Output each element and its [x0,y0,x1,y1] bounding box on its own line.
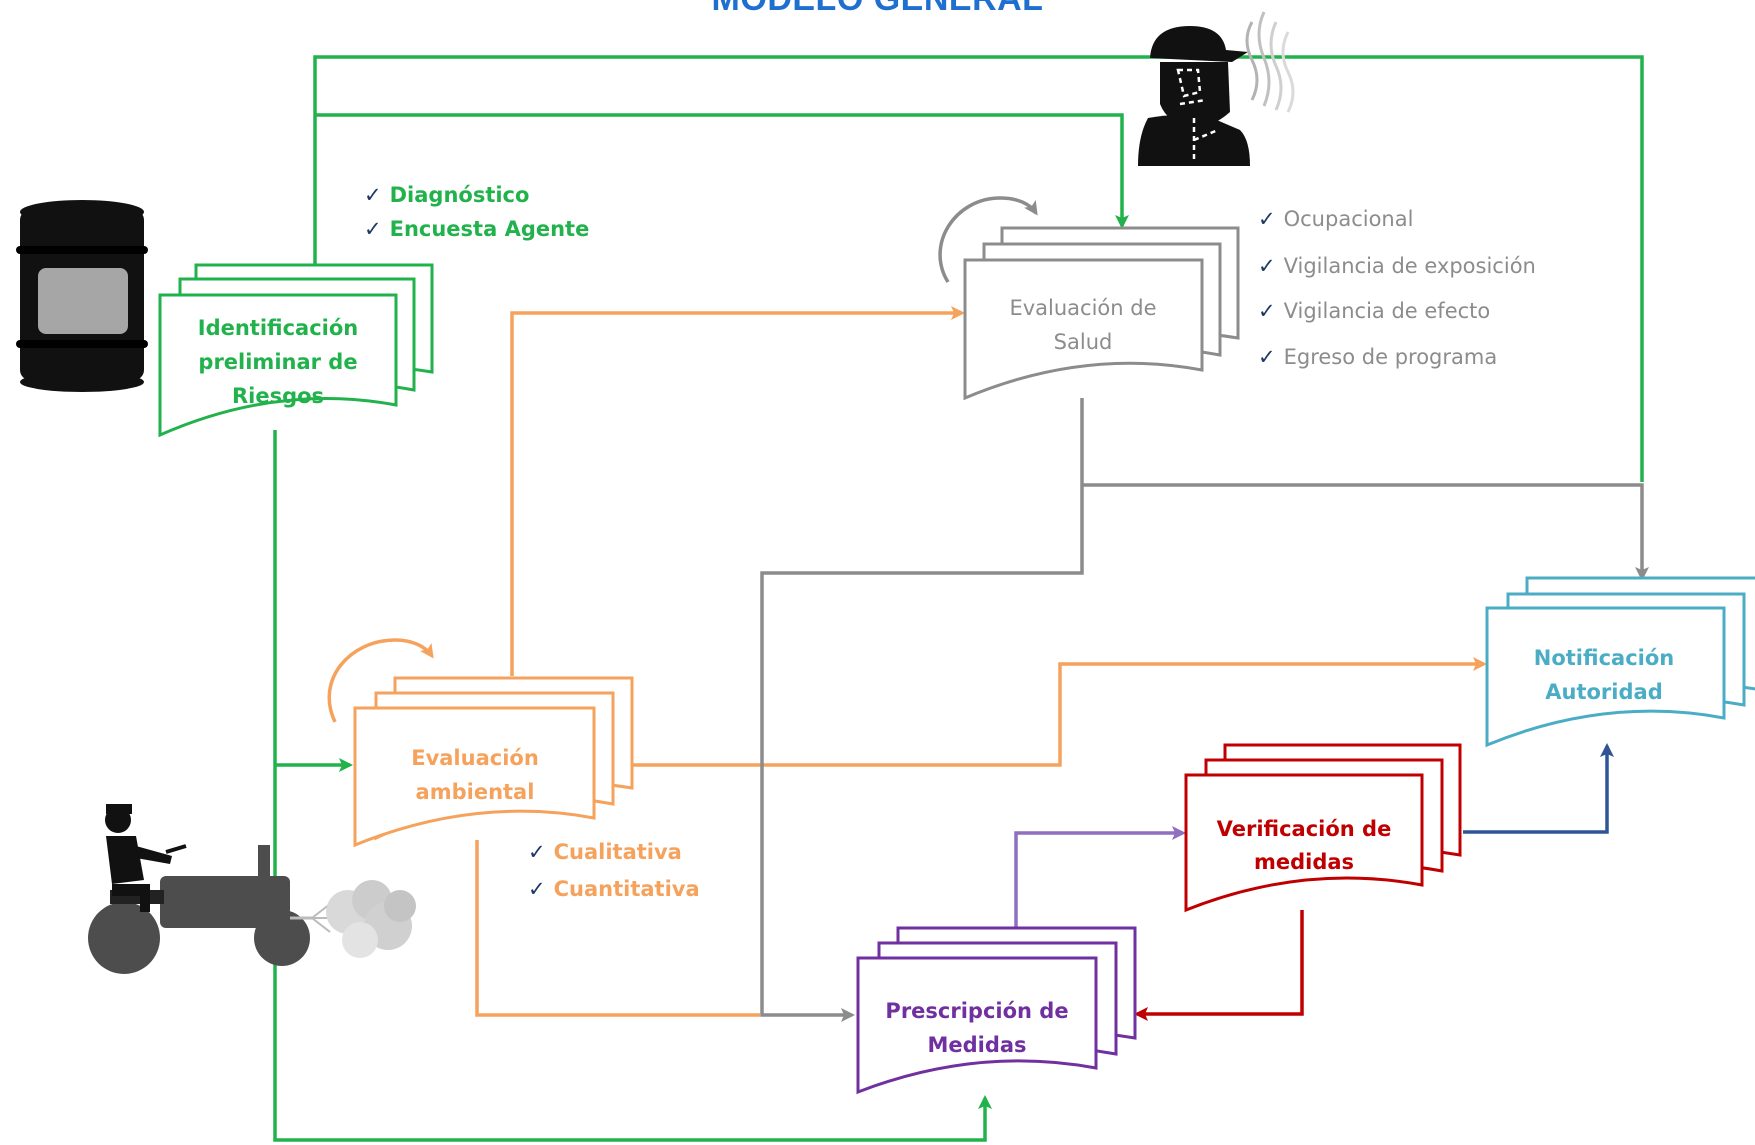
checklist-item: ✓Vigilancia de efecto [1258,299,1490,323]
node-identificacion-line1: Identificación [198,316,358,340]
orange-cycle-arrow [327,638,434,723]
purple-to-verificacion [1014,826,1186,928]
node-ambiental-line1: Evaluación [411,746,539,770]
orange-connectors [327,306,1487,1017]
tractor-sprayer-icon [88,804,416,974]
node-identificacion-line3: Riesgos [232,384,324,408]
barrel-icon [16,200,148,392]
node-notificacion-line1: Notificación [1534,646,1674,670]
node-prescripcion: Prescripción de Medidas [856,926,1137,1095]
node-identificacion-line2: preliminar de [198,350,357,374]
checklist-item: ✓Ocupacional [1258,207,1413,231]
green-down-main [273,430,992,1142]
green-to-salud [315,113,1129,229]
node-identificacion: Identificación preliminar de Riesgos [158,263,434,438]
checklist-salud: ✓Ocupacional ✓Vigilancia de exposición ✓… [1258,207,1536,369]
node-salud-line2: Salud [1054,330,1113,354]
navy-to-notificacion [1463,743,1614,834]
green-top-loop [313,55,1644,482]
node-notificacion-line2: Autoridad [1545,680,1662,704]
node-verificacion-line1: Verificación de [1217,817,1392,841]
checklist-item: ✓Diagnóstico [364,183,529,207]
page-title: MODELO GENERAL [0,0,1755,19]
green-connectors [273,55,1644,1142]
checklist-item: ✓Encuesta Agente [364,217,589,241]
node-prescripcion-line2: Medidas [927,1033,1026,1057]
checklist-identificacion: ✓Diagnóstico ✓Encuesta Agente [364,183,589,241]
node-prescripcion-line1: Prescripción de [885,999,1068,1023]
node-verificacion: Verificación de medidas [1184,743,1462,913]
node-ambiental-line2: ambiental [416,780,535,804]
orange-to-prescripcion [475,840,760,1017]
orange-to-notificacion [632,657,1487,767]
checklist-item: ✓Egreso de programa [1258,345,1497,369]
gray-cycle-arrow [938,196,1038,283]
node-verificacion-line2: medidas [1254,850,1354,874]
orange-to-salud [510,306,965,676]
node-ambiental: Evaluación ambiental [353,676,634,848]
red-to-prescripcion [1134,910,1304,1021]
checklist-item: ✓Cuantitativa [528,877,700,901]
node-salud: Evaluación de Salud [963,226,1240,401]
checklist-item: ✓Cualitativa [528,840,682,864]
gray-connectors [760,196,1649,1022]
node-salud-line1: Evaluación de [1009,296,1156,320]
checklist-item: ✓Vigilancia de exposición [1258,254,1536,278]
node-notificacion: Notificación Autoridad [1485,576,1755,748]
gray-to-notificacion [1082,483,1649,581]
checklist-ambiental: ✓Cualitativa ✓Cuantitativa [528,840,700,901]
worker-mask-icon [1138,11,1295,166]
gray-salud-down [760,398,1084,1022]
